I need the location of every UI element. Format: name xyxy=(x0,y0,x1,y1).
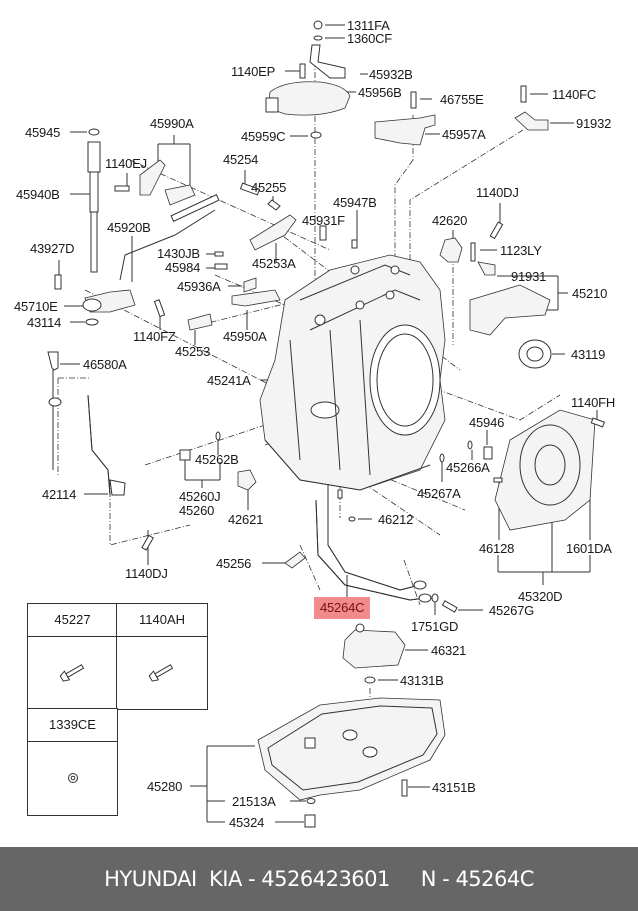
part-label-45957A[interactable]: 45957A xyxy=(442,127,486,142)
part-label-21513A[interactable]: 21513A xyxy=(232,794,276,809)
footer-separator-2: - xyxy=(436,867,456,891)
part-label-42621[interactable]: 42621 xyxy=(228,512,264,527)
part-label-45241A[interactable]: 45241A xyxy=(207,373,251,388)
part-label-1140FZ[interactable]: 1140FZ xyxy=(133,329,176,344)
part-label-45262B[interactable]: 45262B xyxy=(195,452,239,467)
part-label-46321[interactable]: 46321 xyxy=(431,643,467,658)
part-label-45920B[interactable]: 45920B xyxy=(107,220,151,235)
part-label-1140FC[interactable]: 1140FC xyxy=(552,87,597,102)
part-label-45210[interactable]: 45210 xyxy=(572,286,608,301)
part-label-42114[interactable]: 42114 xyxy=(42,487,77,502)
bolt-icon xyxy=(59,664,85,682)
part-label-1123LY[interactable]: 1123LY xyxy=(500,243,542,258)
footer-spacer xyxy=(390,867,421,891)
part-number-footer: HYUNDAI KIA - 4526423601 N - 45264C xyxy=(0,847,638,911)
rear-cover xyxy=(493,409,605,531)
part-label-45990A[interactable]: 45990A xyxy=(150,116,194,131)
bolt-icon xyxy=(148,664,174,682)
part-label-45264C-highlighted[interactable]: 45264C xyxy=(314,597,371,619)
part-label-45945[interactable]: 45945 xyxy=(25,125,61,140)
part-label-45936A[interactable]: 45936A xyxy=(177,279,221,294)
transaxle-case xyxy=(259,254,446,499)
parts-left xyxy=(54,194,281,331)
part-label-45266A[interactable]: 45266A xyxy=(446,460,490,475)
part-label-1140EP[interactable]: 1140EP xyxy=(231,64,276,79)
legend-cell-label: 1140AH xyxy=(117,604,207,637)
footer-brand: HYUNDAI KIA xyxy=(104,867,242,891)
part-label-91932[interactable]: 91932 xyxy=(576,116,612,131)
footer-ref-number: 45264C xyxy=(455,867,534,891)
parts-top xyxy=(87,20,552,369)
part-label-1140EJ[interactable]: 1140EJ xyxy=(105,156,147,171)
part-label-43114[interactable]: 43114 xyxy=(27,315,62,330)
part-label-45932B[interactable]: 45932B xyxy=(369,67,413,82)
legend-cell-label: 1339CE xyxy=(28,709,117,742)
part-label-1140DJ-bottom[interactable]: 1140DJ xyxy=(125,566,168,581)
part-label-91931[interactable]: 91931 xyxy=(511,269,547,284)
part-label-46580A[interactable]: 46580A xyxy=(83,357,127,372)
dipstick-assembly xyxy=(47,351,126,496)
part-label-45984[interactable]: 45984 xyxy=(165,260,201,275)
part-label-46755E[interactable]: 46755E xyxy=(440,92,484,107)
part-label-45255[interactable]: 45255 xyxy=(251,180,287,195)
part-label-45959C[interactable]: 45959C xyxy=(241,129,286,144)
parts-diagram: 1311FA 1360CF 1140EP 45932B 45956B 46755… xyxy=(14,18,616,830)
footer-part-number: 4526423601 xyxy=(261,867,390,891)
part-label-45320D[interactable]: 45320D xyxy=(518,589,563,604)
legend-cell-1339CE[interactable]: 1339CE xyxy=(27,708,118,816)
part-label-45280[interactable]: 45280 xyxy=(147,779,183,794)
part-label-45253A[interactable]: 45253A xyxy=(252,256,296,271)
part-label-1311FA[interactable]: 1311FA xyxy=(347,18,390,33)
part-label-46128[interactable]: 46128 xyxy=(479,541,515,556)
part-label-42620[interactable]: 42620 xyxy=(432,213,468,228)
part-label-43119[interactable]: 43119 xyxy=(571,347,606,362)
part-label-43927D[interactable]: 43927D xyxy=(30,241,75,256)
part-label-1751GD[interactable]: 1751GD xyxy=(411,619,459,634)
part-label-46212[interactable]: 46212 xyxy=(378,512,414,527)
part-label-45267A[interactable]: 45267A xyxy=(417,486,461,501)
part-label-1601DA[interactable]: 1601DA xyxy=(566,541,612,556)
part-label-45254[interactable]: 45254 xyxy=(223,152,259,167)
part-label-45324[interactable]: 45324 xyxy=(229,815,265,830)
footer-ref-prefix: N xyxy=(420,867,437,891)
part-label-43151B[interactable]: 43151B xyxy=(432,780,476,795)
part-label-1140FH[interactable]: 1140FH xyxy=(571,395,616,410)
part-label-1360CF[interactable]: 1360CF xyxy=(347,31,393,46)
part-label-45710E[interactable]: 45710E xyxy=(14,299,58,314)
part-label-45267G[interactable]: 45267G xyxy=(489,603,535,618)
legend-cell-label: 45227 xyxy=(28,604,117,637)
transaxle-line-art xyxy=(47,20,605,828)
nut-icon xyxy=(68,773,78,783)
part-label-45256[interactable]: 45256 xyxy=(216,556,252,571)
part-label-45940B[interactable]: 45940B xyxy=(16,187,60,202)
part-label-45260J[interactable]: 45260J xyxy=(179,489,221,504)
oil-tube-45264C xyxy=(315,484,458,613)
part-label-45931F[interactable]: 45931F xyxy=(302,213,345,228)
part-label-45947B[interactable]: 45947B xyxy=(333,195,377,210)
legend-cell-1140AH[interactable]: 1140AH xyxy=(116,603,208,710)
part-label-45950A[interactable]: 45950A xyxy=(223,329,267,344)
part-label-45956B[interactable]: 45956B xyxy=(358,85,402,100)
part-label-1430JB[interactable]: 1430JB xyxy=(157,246,200,261)
part-label-45946[interactable]: 45946 xyxy=(469,415,505,430)
oil-pan-assembly xyxy=(257,623,446,828)
parts-mid xyxy=(141,431,493,569)
part-label-43131B[interactable]: 43131B xyxy=(400,673,444,688)
part-label-45260[interactable]: 45260 xyxy=(179,503,215,518)
part-label-45253[interactable]: 45253 xyxy=(175,344,211,359)
footer-separator: - xyxy=(241,867,262,891)
legend-cell-45227[interactable]: 45227 xyxy=(27,603,118,710)
part-label-1140DJ-top[interactable]: 1140DJ xyxy=(476,185,519,200)
